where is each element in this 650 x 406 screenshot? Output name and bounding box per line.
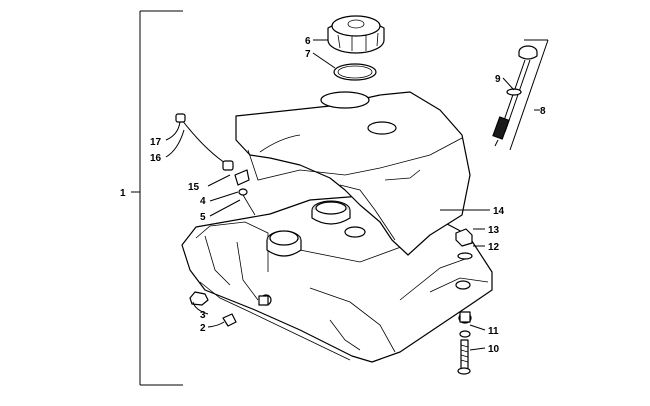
assembly-bracket	[131, 10, 183, 386]
callout-16: 16	[150, 153, 162, 164]
callout-15: 15	[188, 182, 200, 193]
callout-7: 7	[305, 49, 311, 60]
mount-hardware	[455, 228, 473, 375]
cap-gasket	[333, 63, 377, 81]
callout-13: 13	[488, 225, 500, 236]
callout-11: 11	[488, 326, 499, 337]
callout-1: 1	[120, 188, 126, 199]
callout-6: 6	[305, 36, 311, 47]
callout-2: 2	[200, 323, 206, 334]
tank-shield	[235, 91, 471, 256]
callout-3: 3	[200, 310, 206, 321]
callout-9: 9	[495, 74, 501, 85]
callout-4: 4	[200, 196, 206, 207]
callout-5: 5	[200, 212, 206, 223]
sender-bracket	[509, 39, 549, 151]
callout-10: 10	[488, 344, 500, 355]
vent-hose	[175, 113, 256, 216]
leader-lines	[165, 39, 515, 351]
callout-8: 8	[540, 106, 546, 117]
callout-labels: 1 2 3 4 5 6 7 8 9 10 11 12 13 14 15 16 1…	[120, 36, 546, 355]
callout-14: 14	[493, 206, 505, 217]
fuel-sender	[492, 45, 538, 147]
fuel-cap	[327, 15, 385, 54]
fitting	[222, 313, 237, 327]
hose-clamp	[189, 291, 209, 306]
callout-12: 12	[488, 242, 500, 253]
callout-17: 17	[150, 137, 162, 148]
